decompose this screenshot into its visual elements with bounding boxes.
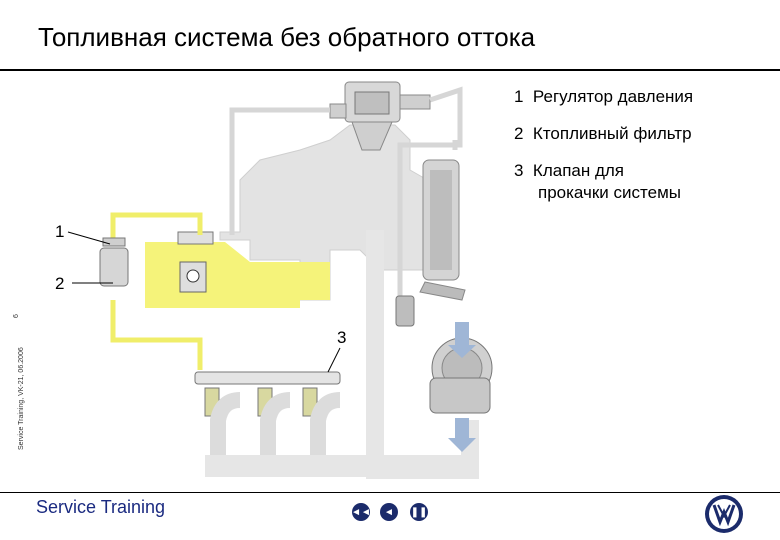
footer-brand: Service Training	[36, 497, 166, 517]
callout-1: 1	[55, 222, 65, 241]
nav-first-button[interactable]: ◄◄	[351, 503, 371, 521]
page-title: Топливная система без обратного оттока	[38, 22, 536, 52]
page-number: 6	[13, 314, 20, 318]
footer-divider	[0, 492, 780, 493]
legend: 1 Регулятор давления 2 Ктопливный фильтр…	[514, 86, 693, 219]
nav-pause-button[interactable]: ❚❚	[410, 503, 428, 521]
side-note: Service Training, VK-21, 06.2006	[18, 347, 25, 450]
fuel-lines	[110, 212, 203, 370]
title-divider	[0, 69, 780, 71]
callout-3: 3	[337, 328, 347, 347]
air-filter-housing	[329, 81, 431, 151]
callout-2: 2	[55, 274, 65, 293]
legend-item-3: 3 Клапан для прокачки системы	[514, 161, 681, 202]
manifold-plenum	[205, 455, 475, 477]
fuel-tank	[145, 231, 330, 308]
fuel-filter	[99, 237, 129, 287]
legend-item-2: 2 Ктопливный фильтр	[514, 124, 692, 143]
vent-lines	[229, 86, 463, 300]
charcoal-canister	[419, 159, 466, 301]
intake-manifold	[210, 392, 341, 470]
throttle-body	[429, 322, 493, 452]
legend-item-1: 1 Регулятор давления	[514, 87, 694, 106]
nav-prev-button[interactable]: ◄	[380, 503, 398, 521]
fuel-rail	[194, 371, 341, 417]
callout-leaders	[67, 231, 341, 373]
purge-valve	[395, 295, 415, 327]
vw-logo-icon	[705, 495, 743, 533]
